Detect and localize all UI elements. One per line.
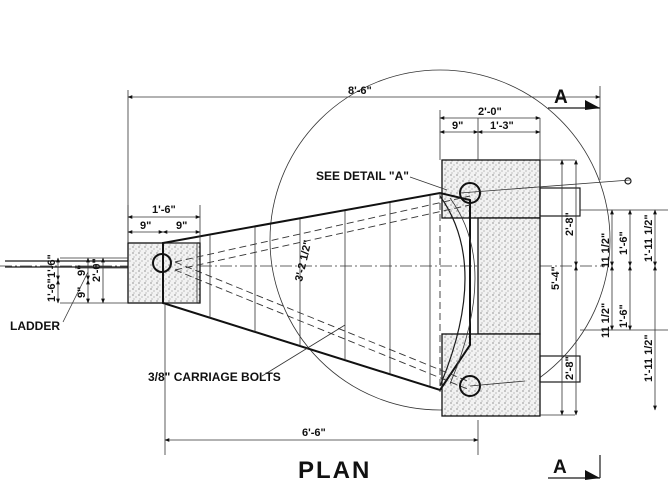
dim-right-total: 5'-4": [550, 266, 562, 290]
top-latch: [624, 177, 632, 185]
dimension-lines: [56, 95, 657, 442]
dim-nose-right: 9": [176, 220, 187, 232]
right-wall-upper: [539, 187, 581, 217]
dim-plan-length: 6'-6": [302, 427, 326, 439]
dim-left-height: 2'-0": [91, 258, 103, 282]
dim-upper-total: 1'-11 1/2": [643, 214, 655, 262]
label-ladder: LADDER: [10, 319, 60, 333]
right-concrete-block-top: [441, 159, 541, 219]
dim-upper-outer: 1'-6": [618, 231, 630, 255]
section-letter-top: A: [554, 87, 568, 108]
dim-left-upper: 9": [76, 265, 88, 276]
dim-nose-left: 9": [140, 220, 151, 232]
dim-lower-total: 1'-11 1/2": [643, 334, 655, 382]
swing-arc: [269, 69, 611, 411]
dim-left-lower: 9": [76, 287, 88, 298]
right-concrete-block-mid: [477, 217, 541, 335]
dim-lower-outer: 1'-6": [618, 304, 630, 328]
label-see-detail: SEE DETAIL "A": [316, 169, 409, 183]
section-marker-bottom: A: [548, 455, 601, 480]
dim-left-outer-lower: 1'-6": [46, 278, 58, 302]
dim-cap-right: 1'-3": [490, 120, 514, 132]
label-carriage-bolts: 3/8" CARRIAGE BOLTS: [148, 370, 281, 384]
dim-right-upper-half: 2'-8": [564, 212, 576, 236]
dim-upper-mid: 11 1/2": [600, 233, 612, 268]
dim-nose-width: 1'-6": [152, 204, 176, 216]
carriage-bolt-lines: [174, 192, 471, 392]
ladder-leader: [62, 271, 89, 323]
right-wall-lower: [539, 355, 581, 383]
bolts-leader: [261, 324, 346, 377]
dim-right-lower-half: 2'-8": [564, 356, 576, 380]
right-concrete-block-bottom: [441, 333, 541, 417]
dim-overall-length: 8'-6": [348, 85, 372, 97]
plan-title: PLAN: [298, 457, 371, 484]
bottom-hinge: [459, 375, 481, 397]
dim-left-outer-upper: 1'-6": [46, 254, 58, 278]
left-pivot: [152, 253, 172, 273]
section-letter-bottom: A: [553, 457, 567, 478]
dim-cap-width: 2'-0": [478, 106, 502, 118]
dim-cap-left: 9": [452, 120, 463, 132]
dim-diagonal: 3'-2 1/2": [293, 239, 314, 283]
detail-leader: [409, 176, 448, 191]
section-marker-top: A: [548, 87, 600, 110]
tapered-frame: [162, 191, 476, 392]
dim-lower-mid: 11 1/2": [600, 303, 612, 338]
